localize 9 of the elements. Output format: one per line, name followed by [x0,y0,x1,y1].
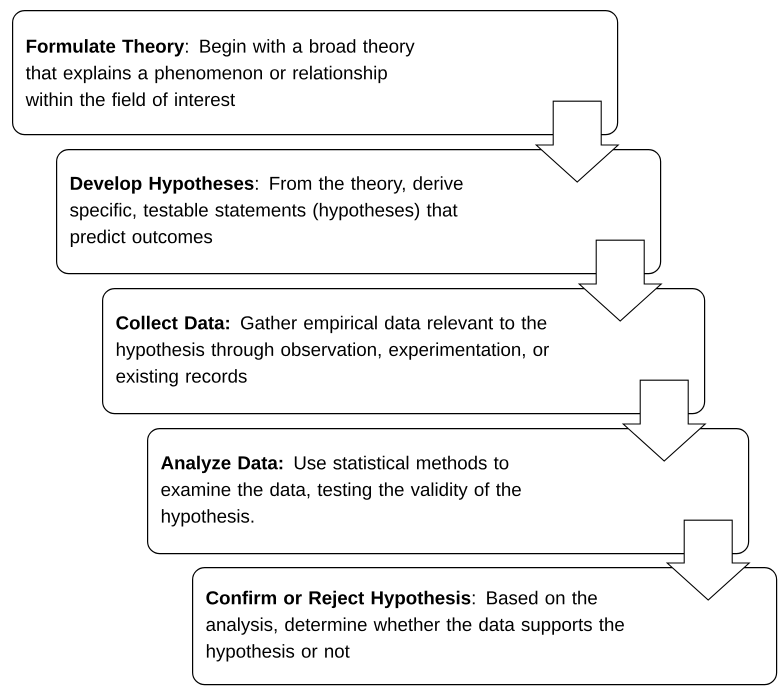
step-box: Collect Data: Gather empirical data relevant to the hypothesis through observation, experimentation, or existing records [102,288,706,414]
step-box: Confirm or Reject Hypothesis: Based on the analysis, determine whether the data supports the hypothesis or not [192,567,778,686]
block-arrow [666,520,751,601]
step-box: Formulate Theory: Begin with a broad theory that explains a phenomenon or relationship within the field of interest [12,10,618,136]
block-arrow [578,240,663,322]
step-box: Analyze Data: Use statistical methods to examine the data, testing the validity of the hypothesis. [147,428,750,554]
step-box: Develop Hypotheses: From the theory, derive specific, testable statements (hypotheses) that predict outcomes [56,149,662,274]
block-arrow [534,100,620,183]
block-arrow [622,380,707,462]
